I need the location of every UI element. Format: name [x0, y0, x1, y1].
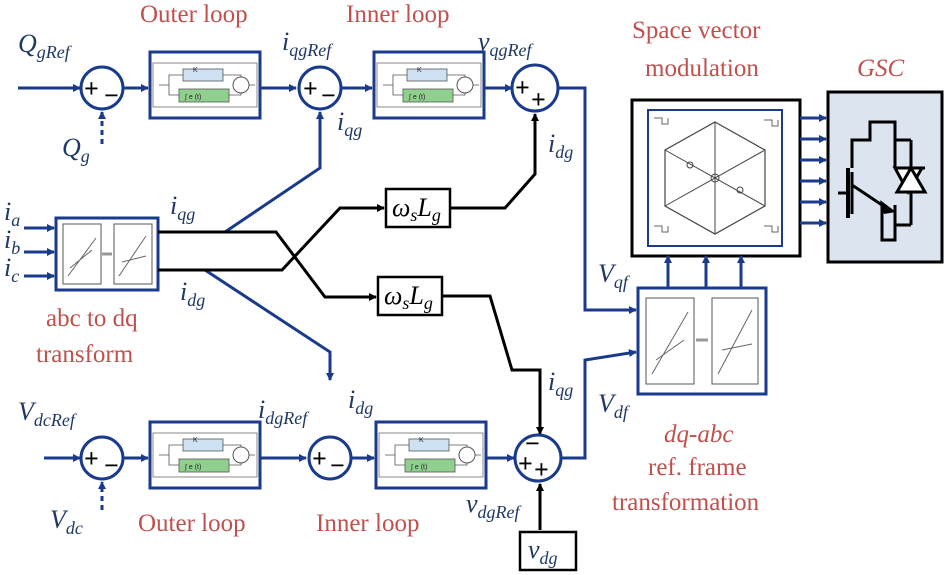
v-dgref-label: vdgRef — [466, 489, 523, 522]
v-dc-label: Vdc — [50, 505, 83, 538]
gsc-switch-block — [826, 90, 944, 264]
svg-text:∫ e (t): ∫ e (t) — [410, 464, 427, 471]
summer-top-outer: + − — [79, 65, 125, 111]
dq-abc-sub-line2: transformation — [612, 489, 760, 516]
svg-text:ωsLg: ωsLg — [384, 281, 433, 313]
svg-text:−: − — [525, 429, 540, 458]
v-df-label: Vdf — [598, 389, 631, 422]
outer-loop-top-label: Outer loop — [140, 1, 248, 28]
i-qg-out-label: iqg — [170, 191, 195, 224]
omega-lg-bottom-block: ωsLg — [376, 275, 444, 317]
inner-loop-top-label: Inner loop — [346, 1, 449, 28]
dq-abc-block — [636, 286, 768, 396]
pi-block-top-outer: K ∫ e (t) — [148, 50, 262, 120]
svg-text:vdg: vdg — [528, 535, 558, 568]
svg-text:+: + — [515, 73, 530, 102]
omega-lg-top-block: ωsLg — [384, 187, 452, 229]
abc-to-dq-block — [54, 216, 160, 292]
v-qf-label: Vqf — [598, 259, 631, 292]
svg-text:−: − — [104, 451, 119, 480]
q-g-label: Qg — [62, 133, 90, 166]
svg-text:K: K — [417, 67, 422, 74]
svg-text:+: + — [534, 455, 549, 484]
svg-text:K: K — [193, 67, 198, 74]
abc-dq-label-line2: transform — [36, 341, 134, 368]
svg-text:∫ e (t): ∫ e (t) — [408, 94, 425, 101]
dq-abc-sub-line1: ref. frame — [648, 454, 747, 481]
svg-text:∫ e (t): ∫ e (t) — [184, 94, 201, 101]
summer-bottom-outer: + − — [79, 435, 125, 481]
i-c-label: ic — [4, 253, 19, 286]
summer-top-inner: + − — [297, 65, 343, 111]
svg-text:+: + — [312, 444, 327, 473]
svm-output-arrows — [800, 114, 827, 227]
i-qgref-label: iqgRef — [282, 27, 334, 60]
i-dgref-label: idgRef — [258, 395, 310, 428]
i-qg-feedback-label: iqg — [337, 107, 362, 140]
i-dg-up-label: idg — [548, 129, 573, 162]
i-qg-down-label: iqg — [548, 367, 573, 400]
i-a-label: ia — [4, 197, 20, 230]
svm-label-line1: Space vector — [632, 17, 761, 44]
i-b-label: ib — [4, 225, 20, 258]
svg-text:+: + — [531, 85, 546, 114]
svg-text:ωsLg: ωsLg — [392, 193, 441, 225]
svg-text:+: + — [518, 449, 533, 478]
q-gref-label: QgRef — [18, 29, 73, 62]
inner-loop-bottom-label: Inner loop — [316, 510, 419, 537]
svg-text:+: + — [303, 74, 318, 103]
svm-block — [630, 98, 802, 258]
pi-block-top-inner: K ∫ e (t) — [372, 50, 486, 120]
summer-bottom-inner: + − — [307, 435, 353, 481]
summer-bottom-ff: − + + — [513, 429, 563, 484]
gsc-label: GSC — [857, 55, 905, 82]
svg-text:K: K — [419, 437, 424, 444]
svm-label-line2: modulation — [645, 55, 759, 82]
summer-top-ff: + + — [510, 63, 560, 114]
svg-text:+: + — [84, 74, 99, 103]
outer-loop-bottom-label: Outer loop — [138, 510, 246, 537]
v-dg-input-block: vdg — [518, 530, 578, 572]
svg-text:∫ e (t): ∫ e (t) — [184, 464, 201, 471]
dq-abc-title: dq-abc — [664, 421, 733, 448]
abc-dq-label-line1: abc to dq — [46, 305, 138, 332]
pi-block-bottom-inner: K ∫ e (t) — [374, 420, 488, 490]
v-qgref-label: vqgRef — [478, 27, 535, 60]
svg-text:+: + — [84, 444, 99, 473]
svg-text:−: − — [330, 451, 345, 480]
i-dg-out-label: idg — [180, 277, 205, 310]
svg-text:−: − — [321, 81, 336, 110]
i-dg-feedback-label: idg — [348, 385, 373, 418]
svg-text:−: − — [104, 81, 119, 110]
pi-block-bottom-outer: K ∫ e (t) — [148, 420, 262, 490]
v-dcref-label: VdcRef — [18, 397, 78, 430]
svg-text:K: K — [193, 437, 198, 444]
